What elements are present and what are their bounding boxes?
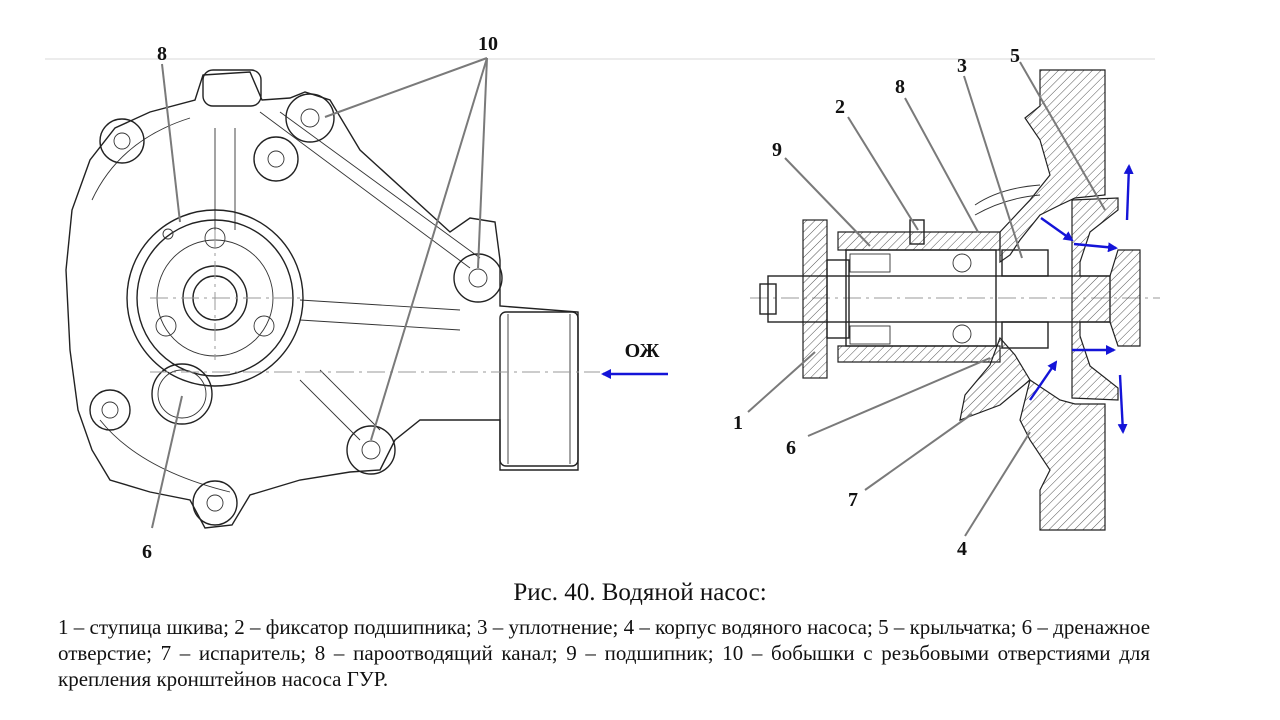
legend-item-9: 9 – подшипник;	[566, 641, 714, 665]
pulley-hub	[802, 219, 828, 379]
housing-outline	[65, 71, 579, 529]
drain-hole	[151, 363, 213, 425]
legend-item-1: 1 – ступица шкива;	[58, 615, 229, 639]
mounting-bosses	[89, 93, 503, 526]
callout-3: 3	[957, 55, 967, 77]
coolant-label: ОЖ	[625, 340, 660, 362]
callout-1: 1	[733, 412, 743, 434]
drawing-canvas: 8 10 6 ОЖ	[45, 33, 1160, 563]
callout-10: 10	[478, 33, 498, 55]
bearing-retainer	[909, 219, 925, 245]
callout-2: 2	[835, 96, 845, 118]
pump-front-view	[65, 69, 600, 529]
impeller	[1071, 197, 1141, 401]
section-flow-arrows	[1029, 164, 1134, 434]
callout-8-right: 8	[895, 76, 905, 98]
hub-flange	[126, 209, 304, 387]
left-leaders	[151, 57, 488, 529]
figure-legend: 1 – ступица шкива; 2 – фиксатор подшипни…	[58, 614, 1150, 692]
legend-item-7: 7 – испаритель;	[160, 641, 307, 665]
legend-item-6: 6 – дренажное отверстие;	[58, 615, 1151, 665]
outlet-pipe	[499, 311, 579, 467]
pump-housing	[999, 69, 1106, 264]
callout-4: 4	[957, 538, 967, 560]
legend-item-3: 3 – уплотнение;	[477, 615, 619, 639]
callout-6-left: 6	[142, 541, 152, 563]
water-pump-drawing: 8 10 6 ОЖ	[45, 33, 1160, 563]
callout-8-left: 8	[157, 43, 167, 65]
bearing	[845, 249, 997, 347]
legend-item-10: 10 – бобышки с резьбовыми отверстиями дл…	[58, 641, 1151, 691]
legend-item-4: 4 – корпус водяного насоса;	[623, 615, 873, 639]
callout-7: 7	[848, 489, 858, 511]
pump-section-view	[750, 69, 1160, 531]
callout-5: 5	[1010, 45, 1020, 67]
right-leaders	[747, 61, 1106, 537]
legend-item-2: 2 – фиксатор подшипника;	[234, 615, 472, 639]
seal-top	[1001, 249, 1049, 277]
figure-caption-title: Рис. 40. Водяной насос:	[513, 579, 767, 606]
legend-item-8: 8 – пароотводящий канал;	[314, 641, 558, 665]
bearing-rollers	[849, 253, 972, 345]
legend-item-5: 5 – крыльчатка;	[878, 615, 1017, 639]
callout-6-right: 6	[786, 437, 796, 459]
seal-bottom	[1001, 321, 1049, 349]
callout-9: 9	[772, 139, 782, 161]
